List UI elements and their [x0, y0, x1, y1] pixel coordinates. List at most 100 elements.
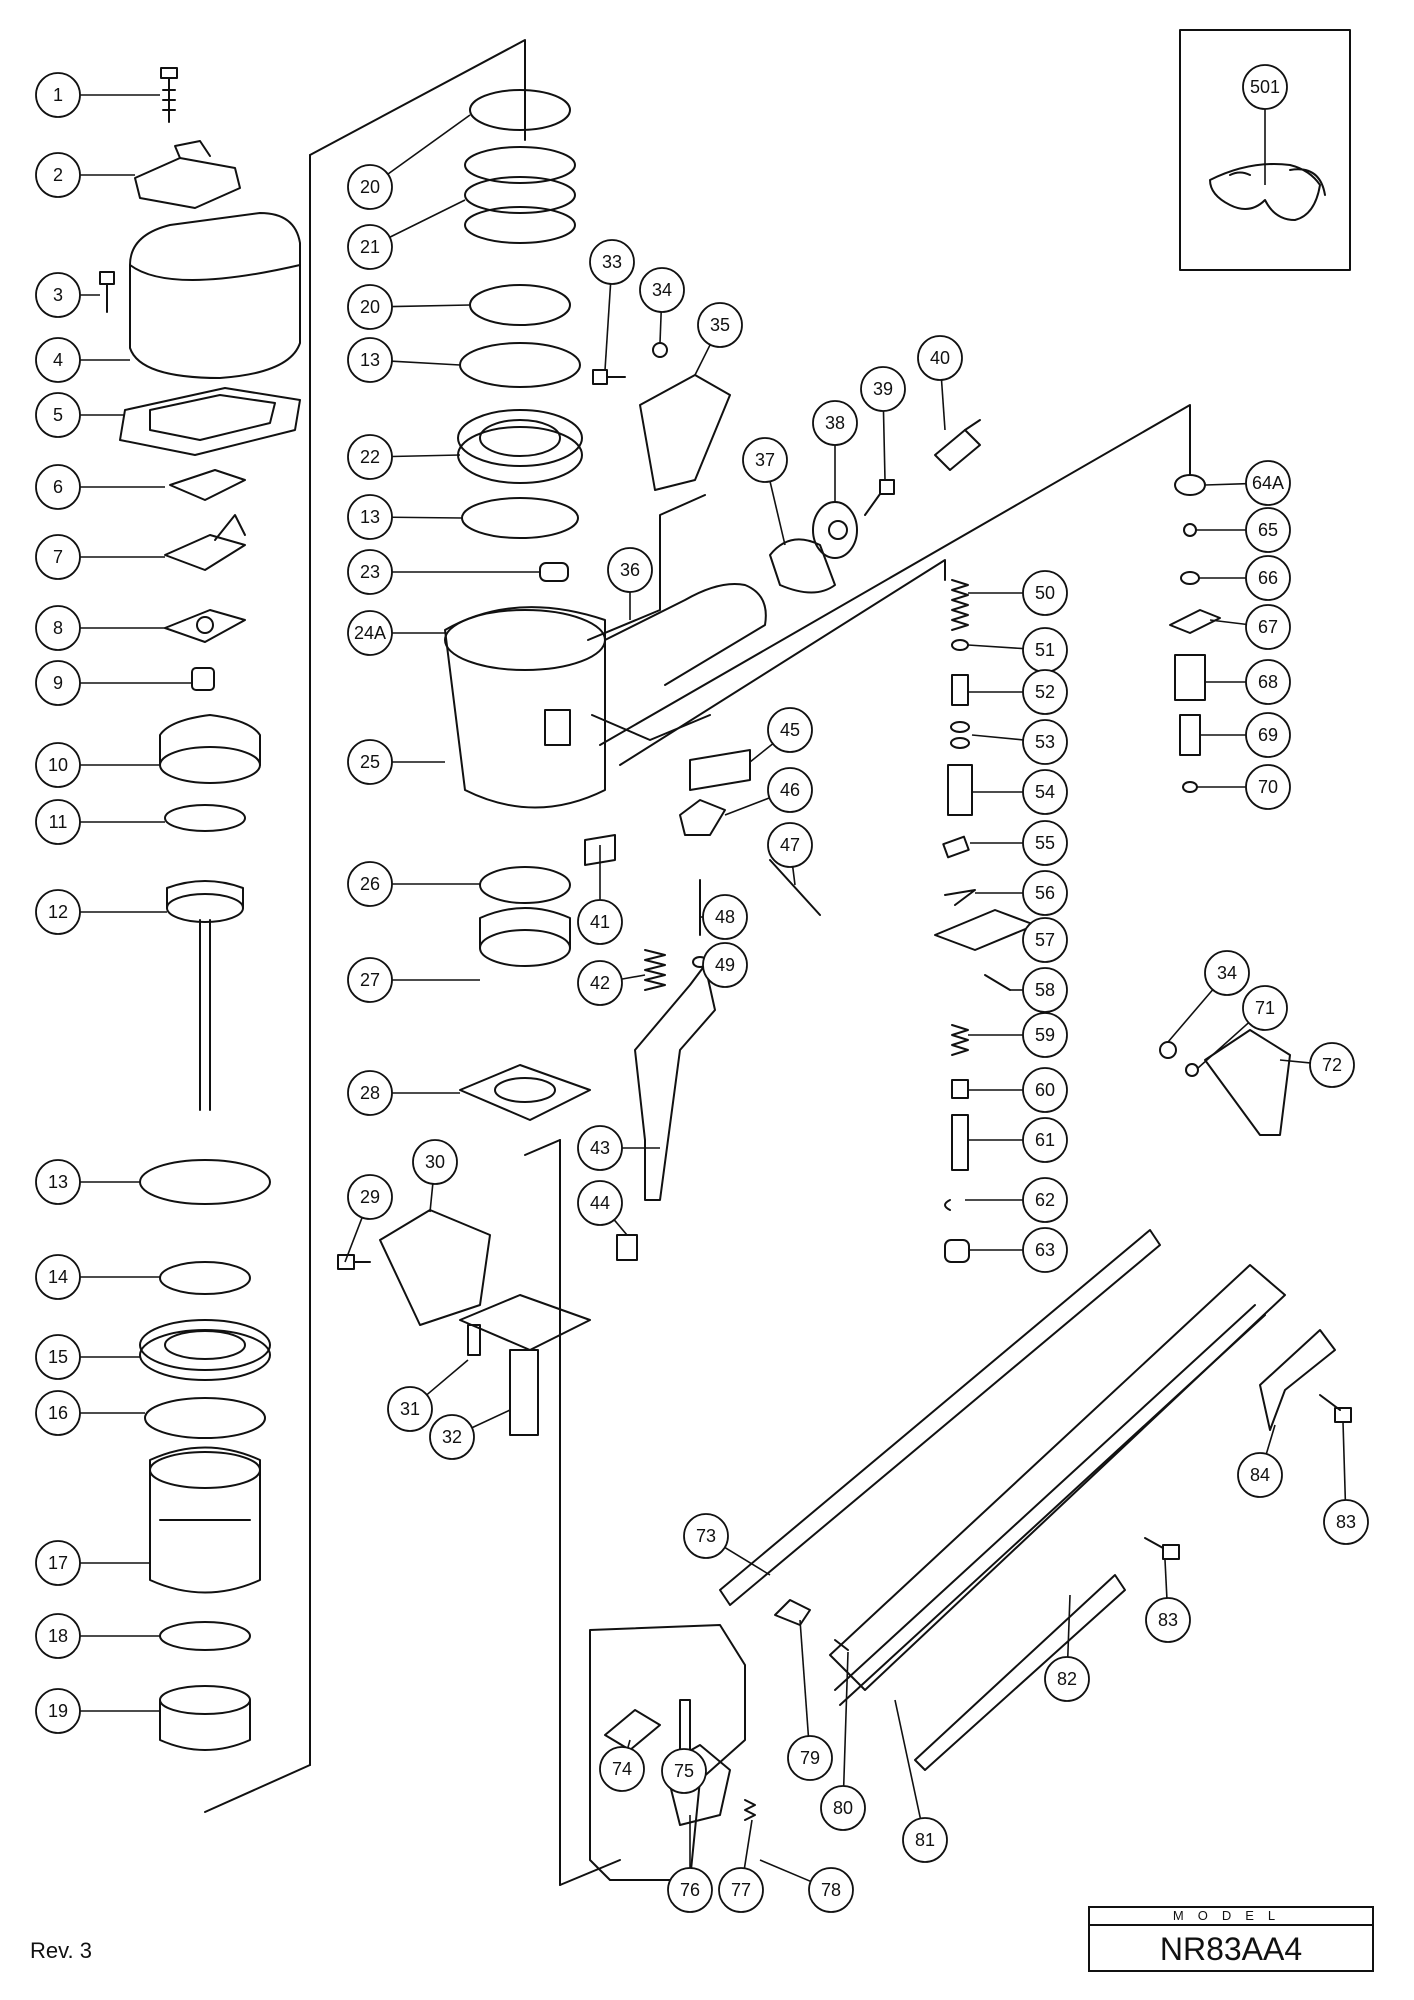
part-29-bolt	[337, 1254, 371, 1270]
callout-number: 59	[1035, 1025, 1055, 1045]
callout-leader	[426, 1359, 469, 1396]
part-27-bumper	[479, 907, 571, 967]
callout-circle	[1022, 1177, 1068, 1223]
callout-circle	[1245, 460, 1291, 506]
callout-84: 84	[1237, 1424, 1283, 1498]
callout-52: 52	[968, 669, 1068, 715]
part-83-bolt-right	[1319, 1394, 1352, 1423]
callout-50: 50	[968, 570, 1068, 616]
callout-circle	[1237, 1452, 1283, 1498]
callout-circle	[1022, 967, 1068, 1013]
callout-circle	[347, 164, 393, 210]
callout-46: 46	[724, 767, 813, 816]
callout-leader	[391, 360, 461, 366]
callout-number: 28	[360, 1083, 380, 1103]
callout-circle	[577, 960, 623, 1006]
part-44-block	[616, 1234, 638, 1261]
part-80-pin	[834, 1639, 849, 1651]
callout-circle	[1022, 570, 1068, 616]
callout-number: 27	[360, 970, 380, 990]
callout-circle	[1242, 985, 1288, 1031]
part-47-pin	[769, 859, 821, 916]
callout-number: 55	[1035, 833, 1055, 853]
callout-43: 43	[577, 1125, 660, 1171]
callout-41: 41	[577, 845, 623, 945]
callout-circle	[808, 1867, 854, 1913]
callout-number: 14	[48, 1267, 68, 1287]
callout-number: 40	[930, 348, 950, 368]
callout-4: 4	[35, 337, 130, 383]
callout-number: 30	[425, 1152, 445, 1172]
part-11-o-ring	[164, 804, 246, 832]
callout-66: 66	[1199, 555, 1291, 601]
part-13-o-ring-left	[139, 1159, 271, 1205]
callout-60: 60	[968, 1067, 1068, 1113]
part-79-cap	[774, 1599, 811, 1626]
callout-22: 22	[347, 434, 461, 480]
callout-circle	[35, 464, 81, 510]
callout-circle	[787, 1735, 833, 1781]
callout-circle	[35, 605, 81, 651]
callout-circle	[607, 547, 653, 593]
callout-20: 20	[347, 284, 471, 330]
part-20-ring-top	[469, 89, 571, 131]
callout-34: 34	[639, 267, 685, 344]
callout-circle	[1044, 1656, 1090, 1702]
callout-circle	[577, 899, 623, 945]
callout-7: 7	[35, 534, 165, 580]
callout-circle	[589, 239, 635, 285]
part-53-o-rings	[950, 721, 970, 749]
callout-leader	[391, 304, 471, 308]
callout-44: 44	[577, 1180, 628, 1236]
callout-32: 32	[429, 1409, 511, 1460]
callout-5: 5	[35, 392, 125, 438]
callout-circle	[35, 660, 81, 706]
part-14-o-ring	[159, 1261, 251, 1295]
callout-13: 13	[35, 1159, 140, 1205]
callout-leader	[391, 454, 461, 458]
callout-circle	[347, 1174, 393, 1220]
callout-number: 22	[360, 447, 380, 467]
callout-leader	[389, 199, 466, 238]
callout-circle	[35, 392, 81, 438]
callout-leader	[743, 1819, 753, 1869]
part-18-o-ring	[159, 1621, 251, 1651]
callout-leader	[894, 1699, 922, 1819]
callout-39: 39	[860, 366, 906, 481]
callout-leader	[769, 481, 786, 546]
part-16-o-ring	[144, 1397, 266, 1439]
callout-circle	[767, 707, 813, 753]
callout-circle	[35, 337, 81, 383]
callout-number: 56	[1035, 883, 1055, 903]
callout-80: 80	[820, 1651, 866, 1831]
callout-leader	[613, 1219, 628, 1236]
callout-31: 31	[387, 1359, 469, 1432]
part-23-seal	[539, 562, 569, 582]
callout-number: 15	[48, 1347, 68, 1367]
callout-11: 11	[35, 799, 165, 845]
callout-62: 62	[965, 1177, 1068, 1223]
callout-circle	[347, 494, 393, 540]
callout-circle	[347, 739, 393, 785]
callout-68: 68	[1205, 659, 1291, 705]
callout-63: 63	[969, 1227, 1068, 1273]
callout-circle	[35, 152, 81, 198]
callout-number: 77	[731, 1880, 751, 1900]
callout-number: 38	[825, 413, 845, 433]
part-54-valve	[947, 764, 973, 816]
part-12-piston	[166, 880, 244, 1111]
part-72-bracket	[1204, 1029, 1291, 1136]
callout-leader	[1342, 1421, 1347, 1501]
callout-circle	[347, 957, 393, 1003]
callout-leader	[799, 1619, 810, 1737]
callout-leader	[724, 797, 770, 816]
callout-leader	[882, 410, 886, 481]
model-label: MODEL	[1090, 1908, 1372, 1926]
callout-circle	[429, 1414, 475, 1460]
part-25-body	[444, 583, 767, 809]
callout-leader	[759, 1859, 812, 1883]
callout-circle	[577, 1180, 623, 1226]
callout-73: 73	[683, 1513, 771, 1576]
part-57-arm	[934, 909, 1036, 951]
part-59-spring	[951, 1024, 969, 1056]
